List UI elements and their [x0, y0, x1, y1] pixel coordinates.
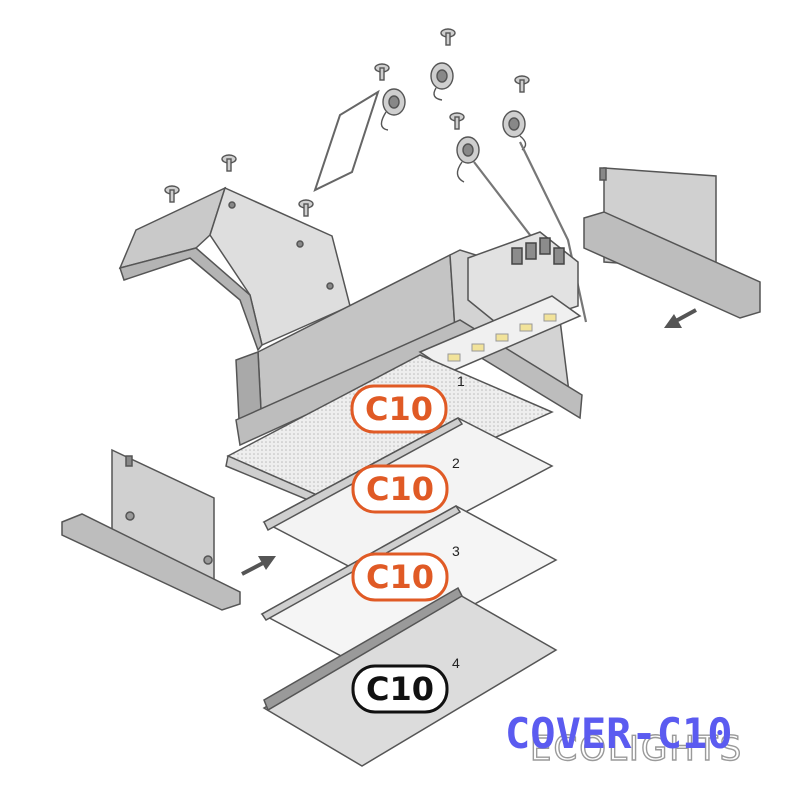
led-chip-icon	[447, 313, 557, 362]
badge-text: C10	[366, 470, 434, 508]
cover-number: 4	[452, 655, 460, 671]
terminal-block	[511, 237, 565, 265]
screw-icon	[298, 199, 314, 217]
cover-label-4: C10 4	[351, 655, 460, 714]
screw-icon	[440, 28, 456, 46]
screw-icon	[164, 185, 180, 203]
spring-clip-icon	[456, 136, 480, 183]
mounting-hardware	[164, 28, 588, 323]
badge-pill	[351, 664, 449, 714]
cover-label-3: C10 3	[351, 543, 460, 602]
end-cap-left	[61, 448, 241, 611]
spring-clip-icon	[430, 62, 454, 101]
cover-number: 3	[452, 543, 460, 559]
screw-icon	[374, 63, 390, 81]
cover-label-2: C10 2	[351, 455, 460, 514]
cover-number: 1	[457, 373, 465, 389]
screw-icon	[221, 154, 237, 172]
cover-label-1: C10 1	[350, 373, 465, 434]
badge-pill	[351, 464, 449, 514]
aluminium-profile	[235, 231, 583, 447]
end-cap-right	[583, 167, 761, 319]
spring-wire	[519, 141, 588, 323]
badge-pill	[351, 552, 449, 602]
brand-logo: ECOLIGHTS	[530, 729, 743, 769]
screw-icon	[514, 75, 530, 93]
spring-clip-icon	[502, 110, 527, 151]
badge-text: C10	[366, 558, 434, 596]
spring-clip-icon	[380, 88, 406, 131]
junction-box-cover	[118, 186, 351, 352]
product-title: COVER-C10	[505, 709, 733, 758]
arrow-right-icon	[241, 556, 276, 576]
badge-text: C10	[366, 670, 434, 708]
screw-icon	[449, 112, 465, 130]
spring-wire	[313, 89, 380, 192]
badge-pill	[350, 384, 448, 434]
cover-number: 2	[452, 455, 460, 471]
badge-text: C10	[365, 390, 433, 428]
arrow-left-icon	[664, 308, 697, 328]
